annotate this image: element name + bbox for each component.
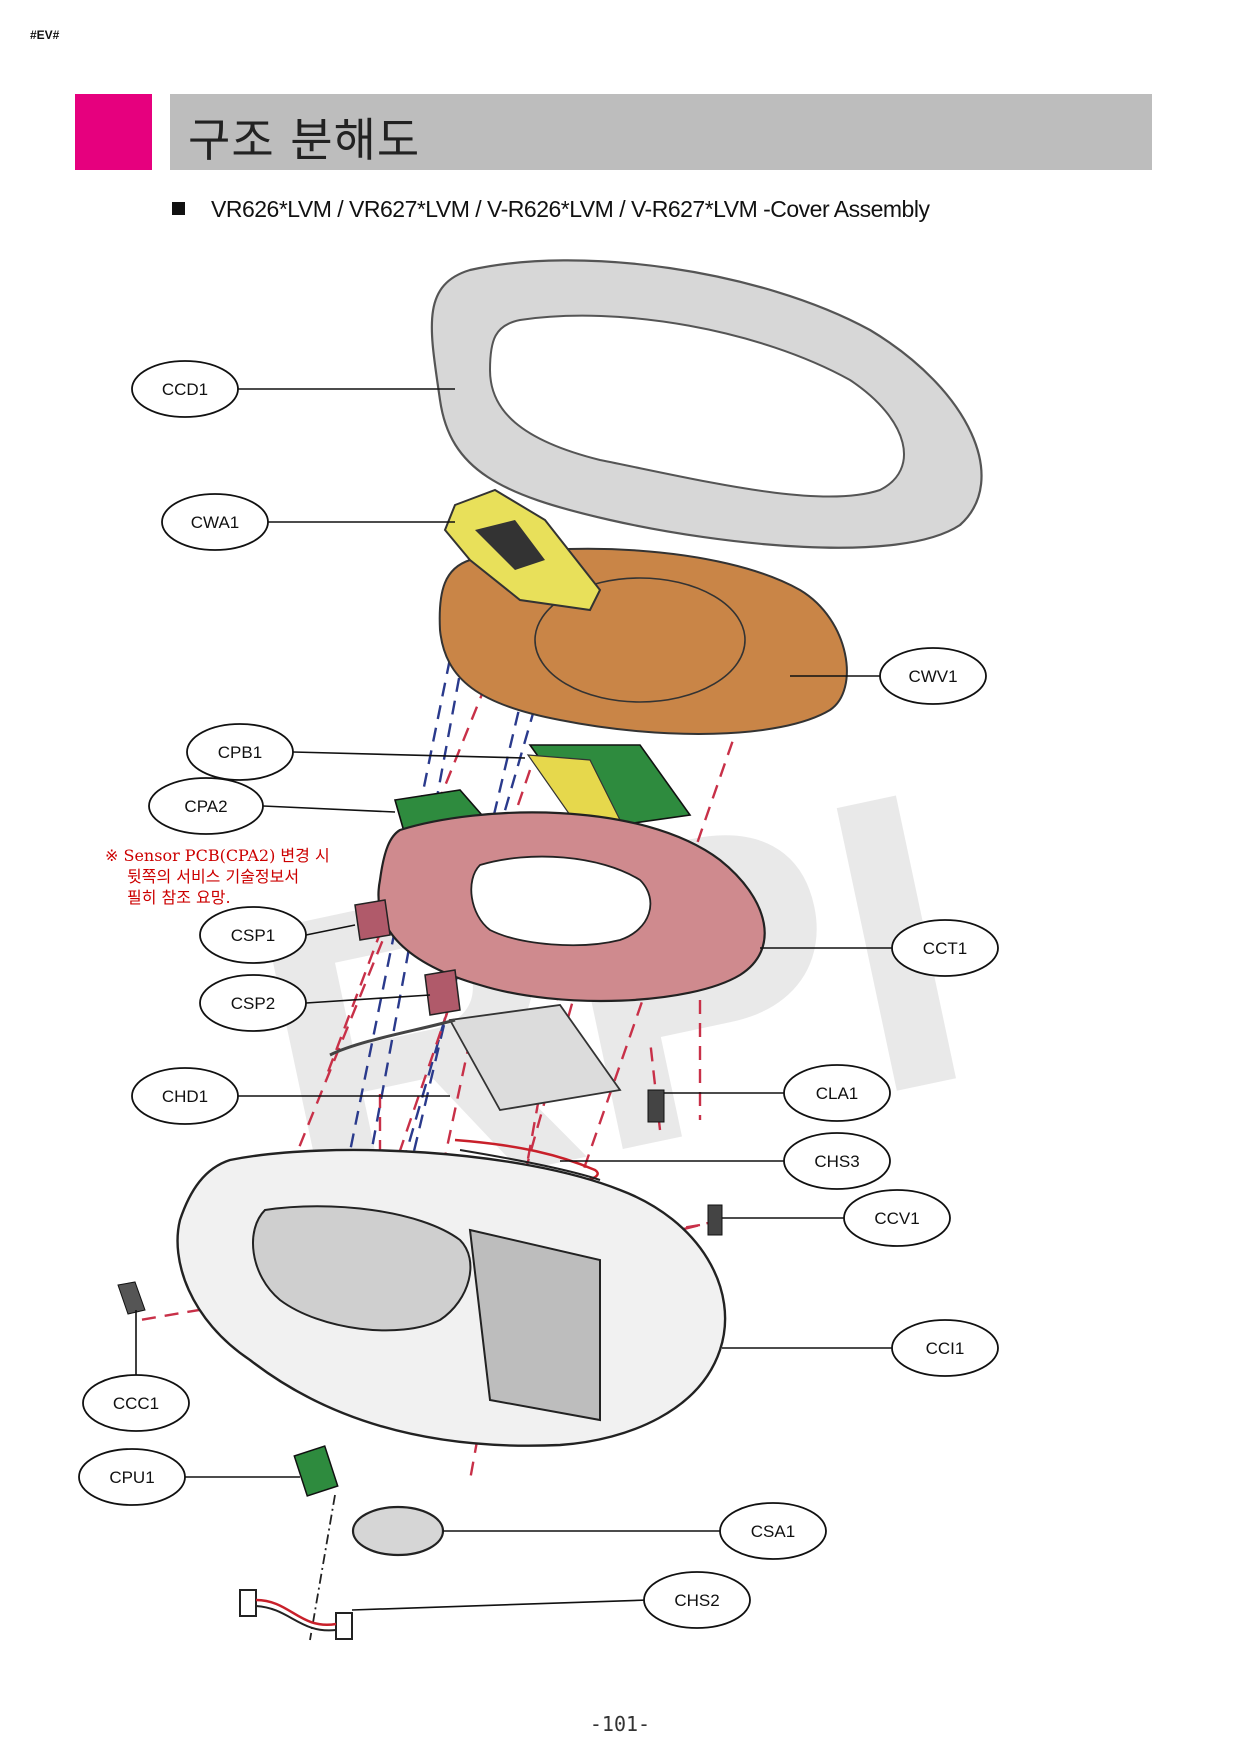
svg-text:CHS2: CHS2 — [674, 1591, 719, 1610]
part-label-ccd1: CCD1 — [131, 360, 239, 418]
top-cover-ring — [430, 259, 983, 549]
part-label-ccv1: CCV1 — [843, 1189, 951, 1247]
svg-text:CCV1: CCV1 — [874, 1209, 919, 1228]
part-label-chd1: CHD1 — [131, 1067, 239, 1125]
part-label-chs2: CHS2 — [643, 1571, 751, 1629]
service-note-line-2: 뒷쪽의 서비스 기술정보서 — [127, 867, 300, 886]
cpu1-link-line — [309, 1494, 336, 1641]
spacer-csp2 — [424, 969, 461, 1016]
part-label-cpb1: CPB1 — [186, 723, 294, 781]
connector-chs2-right — [335, 1612, 353, 1640]
harness-chs2 — [255, 1598, 337, 1627]
svg-text:CCI1: CCI1 — [926, 1339, 965, 1358]
subtitle-text: VR626*LVM / VR627*LVM / V-R626*LVM / V-R… — [211, 196, 930, 222]
part-label-cwv1: CWV1 — [879, 647, 987, 705]
part-label-csp2: CSP2 — [199, 974, 307, 1032]
service-note-line-1: ※ Sensor PCB(CPA2) 변경 시 — [105, 846, 330, 865]
section-accent-block — [75, 94, 152, 170]
svg-text:CPU1: CPU1 — [109, 1468, 154, 1487]
subtitle: VR626*LVM / VR627*LVM / V-R626*LVM / V-R… — [172, 196, 930, 223]
service-note-line-3: 필히 참조 요망. — [127, 888, 231, 907]
main-cover-cci1 — [176, 1148, 727, 1447]
document-tag: #EV# — [30, 28, 60, 42]
svg-text:CHD1: CHD1 — [162, 1087, 208, 1106]
part-label-cci1: CCI1 — [891, 1319, 999, 1377]
svg-text:CHS3: CHS3 — [814, 1152, 859, 1171]
pcb-cpu1 — [293, 1445, 339, 1497]
svg-text:CCD1: CCD1 — [162, 380, 208, 399]
part-label-csp1: CSP1 — [199, 906, 307, 964]
svg-text:CCT1: CCT1 — [923, 939, 967, 958]
page-number: -101- — [589, 1712, 651, 1736]
cover-top-opening — [470, 855, 652, 947]
harness-cable — [329, 1018, 456, 1057]
spacer-csp1 — [354, 899, 391, 941]
part-ccv1 — [707, 1204, 723, 1236]
leader-lines — [135, 388, 893, 1611]
harness-plate-chd1 — [448, 1004, 622, 1111]
bullet-square-icon — [172, 202, 185, 215]
connector-chs2-left — [239, 1589, 257, 1617]
svg-text:CPA2: CPA2 — [184, 797, 227, 816]
part-label-chs3: CHS3 — [783, 1132, 891, 1190]
svg-text:CSP2: CSP2 — [231, 994, 275, 1013]
svg-text:CLA1: CLA1 — [816, 1084, 859, 1103]
harness-chs2-black — [255, 1605, 337, 1632]
harness-chs3-black — [459, 1149, 601, 1181]
svg-text:CSP1: CSP1 — [231, 926, 275, 945]
svg-text:CSA1: CSA1 — [751, 1522, 795, 1541]
part-label-cwa1: CWA1 — [161, 493, 269, 551]
part-label-cpu1: CPU1 — [78, 1448, 186, 1506]
part-cla1 — [647, 1089, 665, 1123]
disc-csa1 — [351, 1505, 445, 1557]
svg-text:CWA1: CWA1 — [191, 513, 240, 532]
svg-text:CCC1: CCC1 — [113, 1394, 159, 1413]
part-label-cpa2: CPA2 — [148, 777, 264, 835]
part-label-cla1: CLA1 — [783, 1064, 891, 1122]
part-label-csa1: CSA1 — [719, 1502, 827, 1560]
part-label-ccc1: CCC1 — [82, 1374, 190, 1432]
svg-text:CPB1: CPB1 — [218, 743, 262, 762]
service-note: ※ Sensor PCB(CPA2) 변경 시 뒷쪽의 서비스 기술정보서 필히… — [105, 845, 330, 908]
page-title: 구조 분해도 — [188, 113, 421, 167]
title-bar: 구조 분해도 — [170, 94, 1152, 170]
window-cover-center — [534, 577, 746, 703]
part-label-cct1: CCT1 — [891, 919, 999, 977]
yellow-window-detail — [475, 520, 545, 570]
part-ccc1 — [117, 1281, 146, 1315]
svg-text:CWV1: CWV1 — [908, 667, 957, 686]
